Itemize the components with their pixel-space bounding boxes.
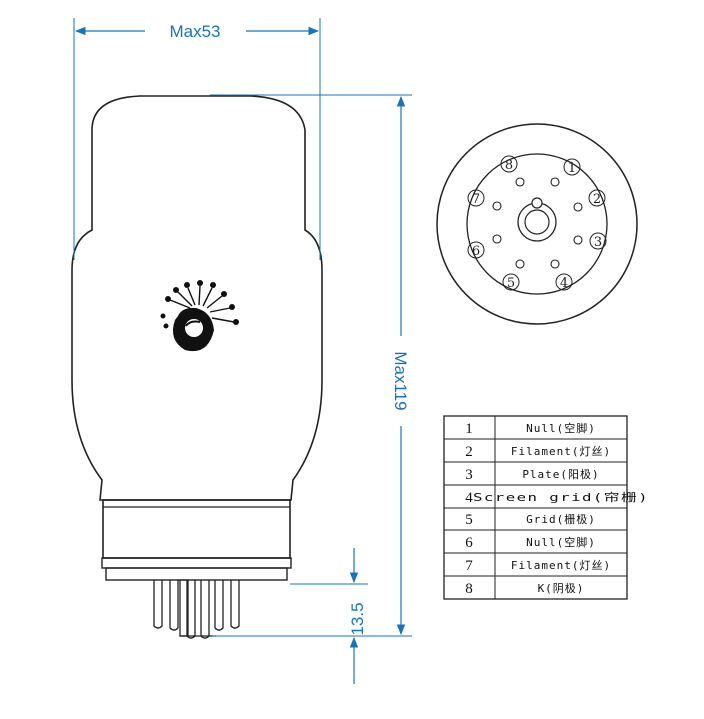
socket-bottom-view: 1 2 3 4 5 6 7 8 [436,123,638,325]
table-row: 2 Filament(灯丝) [465,444,611,460]
table-pin-function: Plate(阳极) [522,467,599,481]
socket-pin-holes [492,177,583,269]
table-pin-number: 1 [465,421,473,437]
width-dimension: Max53 [73,18,321,260]
table-row: 5 Grid(栅极) [465,512,596,528]
tube-base [101,499,292,581]
pin-table: 1 Null(空脚) 2 Filament(灯丝) 3 Plate(阳极) 4 … [443,415,649,600]
table-pin-number: 5 [465,512,473,528]
table-pin-number: 7 [465,558,473,574]
pin-length-dimension: 13.5 [290,548,368,684]
table-pin-number: 3 [465,467,473,483]
table-pin-number: 2 [465,444,473,460]
table-row: 8 K(阴极) [465,581,585,597]
table-pin-function: K(阴极) [538,581,585,595]
socket-pin-label-5: 5 [507,276,515,291]
socket-pin-label-3: 3 [594,235,602,250]
tube-pins [153,579,240,639]
table-row: 6 Null(空脚) [465,535,596,551]
table-pin-function: Filament(灯丝) [511,559,611,572]
peacock-logo-icon [160,280,239,352]
height-dimension: Max119 [210,94,412,637]
socket-pin-label-7: 7 [472,192,480,207]
height-label: Max119 [391,351,410,410]
socket-pin-label-2: 2 [593,192,601,207]
socket-pin-label-4: 4 [560,276,568,291]
table-pin-number: 4 [465,490,473,506]
pin-length-label: 13.5 [348,602,367,635]
table-row: 3 Plate(阳极) [465,467,599,483]
table-pin-function: Screen grid(帘栅) [473,490,649,504]
table-pin-function: Null(空脚) [526,421,596,435]
table-pin-number: 6 [465,535,473,551]
socket-pin-number-circles [467,155,607,291]
width-label: Max53 [169,22,220,41]
table-pin-function: Null(空脚) [526,535,596,549]
table-row: 4 Screen grid(帘栅) [465,490,649,506]
table-pin-number: 8 [465,581,473,597]
table-pin-function: Grid(栅极) [526,512,596,526]
tube-envelope [71,95,323,501]
table-row: 7 Filament(灯丝) [465,558,611,574]
socket-pin-label-6: 6 [472,244,480,259]
table-row: 1 Null(空脚) [465,421,596,437]
table-pin-function: Filament(灯丝) [511,445,611,458]
socket-pin-label-8: 8 [505,158,513,173]
socket-pin-label-1: 1 [568,161,576,176]
